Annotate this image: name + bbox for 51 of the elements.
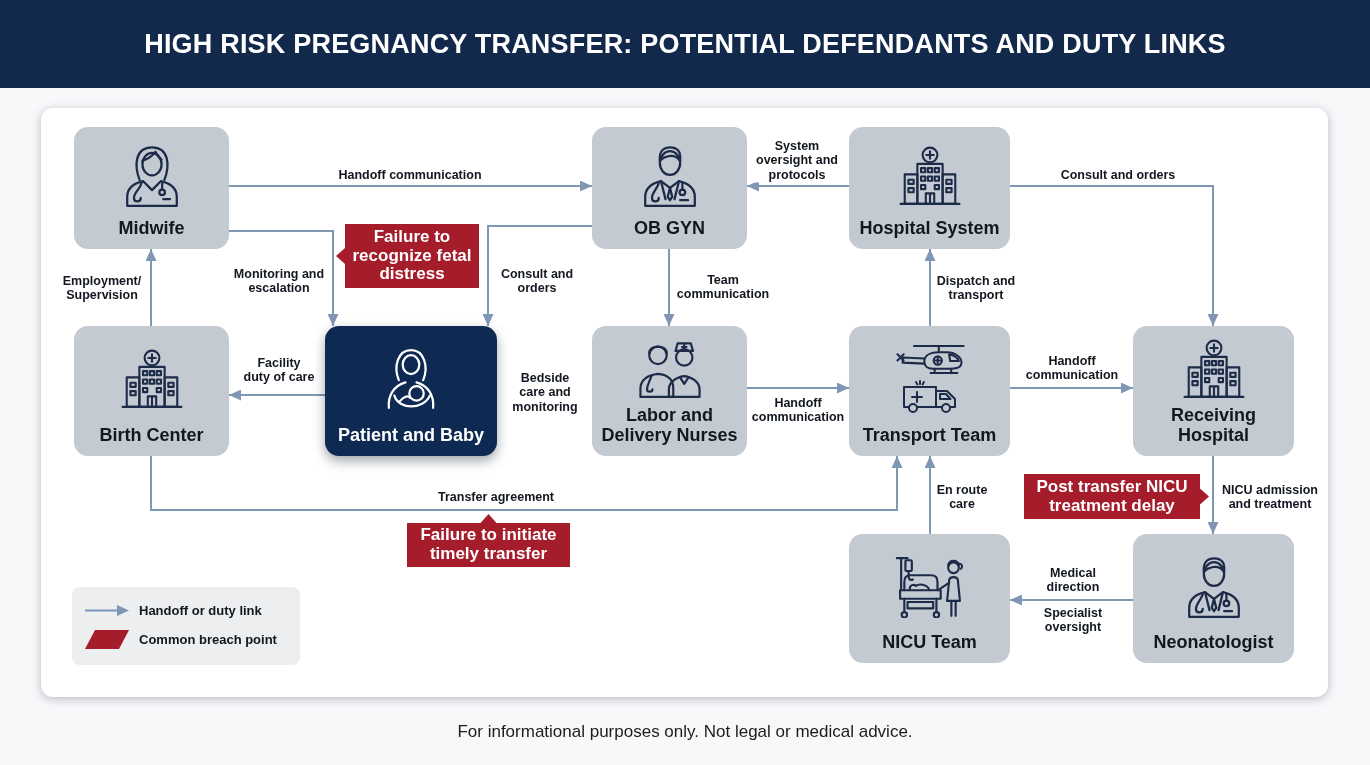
breach-callout — [407, 514, 570, 567]
arrow — [482, 225, 593, 327]
legend-label: Common breach point — [139, 632, 277, 647]
edge-label: Transfer agreement — [438, 489, 554, 505]
breach-callout — [336, 224, 479, 288]
party-box — [1133, 534, 1294, 663]
edge-label: Facility duty of care — [243, 355, 315, 385]
callout-text: Post transfer NICU treatment delay — [1035, 477, 1189, 516]
diagram-title: HIGH RISK PREGNANCY TRANSFER: POTENTIAL DEFENDANTS AND DUTY LINKS — [144, 28, 1226, 60]
edge-label: Employment/ Supervision — [60, 273, 144, 303]
node-label: Midwife — [118, 217, 185, 238]
arrow — [924, 455, 936, 535]
edge-label: Dispatch and transport — [934, 273, 1018, 303]
arrow — [746, 382, 850, 394]
node-label: NICU Team — [882, 631, 977, 652]
arrow — [663, 248, 675, 327]
party-box — [592, 326, 747, 456]
annotation-text: Specialist oversight — [1042, 605, 1104, 635]
node-label: Receiving Hospital — [1169, 404, 1257, 445]
node-label: Transport Team — [862, 424, 997, 445]
arrow — [145, 248, 157, 327]
arrow — [924, 248, 936, 327]
node-label: Neonatologist — [1153, 631, 1274, 652]
patient-box — [325, 326, 497, 456]
arrow — [228, 389, 326, 401]
party-box — [592, 127, 747, 249]
party-box — [849, 127, 1010, 249]
arrow — [150, 455, 903, 511]
arrow — [228, 230, 339, 327]
arrow — [746, 180, 850, 192]
node-label: Labor and Delivery Nurses — [600, 404, 739, 445]
arrow — [1207, 455, 1219, 535]
callout-text: Failure to recognize fetal distress — [351, 227, 473, 285]
annotation-text: Bedside care and monitoring — [511, 371, 579, 415]
party-box — [74, 127, 229, 249]
legend-label: Handoff or duty link — [139, 603, 262, 618]
node-label: Patient and Baby — [338, 424, 484, 445]
arrow — [1009, 185, 1219, 327]
party-box — [1133, 326, 1294, 456]
party-box — [74, 326, 229, 456]
node-label: Birth Center — [99, 424, 204, 445]
node-label: OB GYN — [634, 217, 705, 238]
callout-text: Failure to initiate timely transfer — [419, 526, 558, 564]
breach-callout — [1024, 474, 1209, 519]
node-label: Hospital System — [859, 217, 1000, 238]
party-box — [849, 534, 1010, 663]
party-box — [849, 326, 1010, 456]
arrow — [1009, 594, 1134, 606]
arrow — [1009, 382, 1134, 394]
arrow — [228, 180, 593, 192]
caption-text: For informational purposes only. Not legal or medical advice. — [457, 722, 913, 741]
